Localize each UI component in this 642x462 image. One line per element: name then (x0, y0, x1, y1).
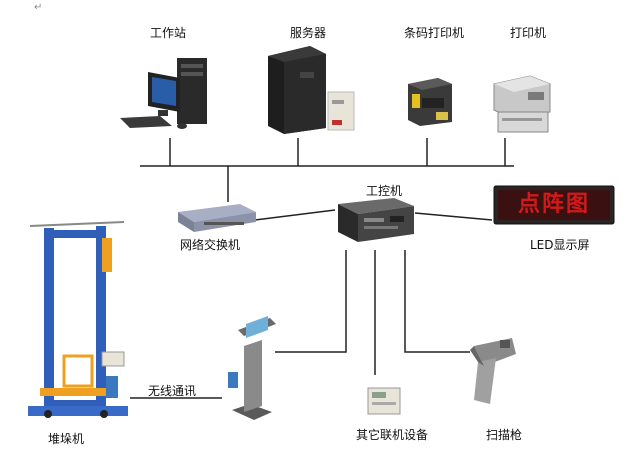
kiosk-terminal-icon (228, 316, 276, 420)
workstation-label: 工作站 (150, 26, 187, 40)
other-device-icon (367, 387, 401, 415)
scanner-icon (470, 338, 516, 404)
printer-icon (493, 75, 551, 133)
industrial-pc-label: 工控机 (366, 184, 403, 198)
printer-label: 打印机 (510, 26, 547, 40)
server-label: 服务器 (290, 26, 327, 40)
other-devices-label: 其它联机设备 (356, 428, 429, 442)
stacker-label: 堆垛机 (48, 432, 85, 446)
scanner-label: 扫描枪 (486, 428, 523, 442)
switch-to-ipc-link (254, 209, 336, 221)
industrial-pc-icon (338, 198, 414, 242)
barcode-printer-icon (408, 78, 452, 126)
network-switch-icon (178, 204, 256, 232)
stacker-crane-icon (28, 221, 128, 418)
network-switch-label: 网络交换机 (180, 238, 241, 252)
led-screen-label: LED显示屏 (530, 238, 590, 252)
workstation-icon (120, 58, 207, 129)
paragraph-mark: ↵ (34, 2, 43, 13)
ipc-to-kiosk-link (275, 250, 347, 353)
barcode-printer-label: 条码打印机 (404, 26, 465, 40)
led-display-icon (493, 185, 615, 225)
connection-lines (130, 138, 514, 399)
server-icon (268, 46, 355, 134)
led-display-text: 点阵图 (517, 192, 590, 217)
wireless-label: 无线通讯 (148, 384, 197, 398)
ipc-to-led-link (414, 212, 493, 221)
ipc-to-scanner-link (404, 250, 470, 353)
